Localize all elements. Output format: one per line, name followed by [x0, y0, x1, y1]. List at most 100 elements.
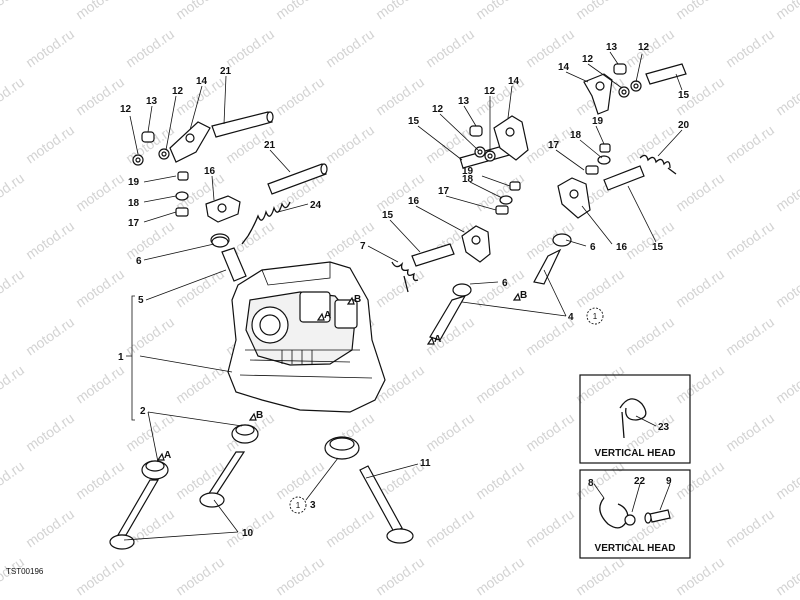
watermark-text: motod.ru	[623, 218, 677, 263]
rocker-support-left	[205, 195, 241, 223]
callout-circle-4: 1	[586, 307, 604, 325]
watermark-text: motod.ru	[423, 26, 477, 71]
part-number-10: 10	[242, 528, 254, 539]
watermark-text: motod.ru	[273, 0, 327, 22]
watermark-text: motod.ru	[123, 122, 177, 167]
part-number-labels: 1 5 6 2 10 11 3 4 7 6 6 16 16 16 17 18 1…	[118, 42, 690, 539]
watermark-text: motod.ru	[0, 458, 27, 503]
retainer-18-left	[175, 191, 189, 201]
part-number-12-left-b: 12	[172, 86, 184, 97]
washer-12-left-a	[132, 154, 144, 166]
watermark-text: motod.ru	[723, 506, 777, 551]
collet-19-mid	[509, 181, 521, 191]
watermark-text: motod.ru	[573, 458, 627, 503]
part-number-19-right: 19	[592, 116, 604, 127]
watermark-text: motod.ru	[673, 554, 727, 599]
watermark-text: motod.ru	[23, 218, 77, 263]
part-number-13-left: 13	[146, 96, 158, 107]
part-number-21-lower: 21	[264, 140, 276, 151]
watermark-text: motod.ru	[0, 266, 27, 311]
pushrod-guide-right	[533, 233, 572, 285]
part-number-16-left: 16	[204, 166, 216, 177]
part-number-21-upper: 21	[220, 66, 232, 77]
part-number-18-mid: 18	[462, 174, 474, 185]
watermark-text: motod.ru	[73, 458, 127, 503]
part-number-2: 2	[140, 406, 146, 417]
part-number-12-right-a: 12	[582, 54, 594, 65]
marker-a-seat: A	[164, 450, 171, 461]
inset-top	[579, 374, 691, 464]
intake-valve-left	[109, 479, 160, 550]
part-number-15-right-lower: 15	[652, 242, 664, 253]
part-number-20: 20	[678, 120, 690, 131]
rocker-shaft-15-c	[645, 63, 687, 85]
bushing-13-left	[141, 131, 155, 143]
watermark-text: motod.ru	[273, 554, 327, 599]
cap-17-right	[585, 165, 599, 175]
watermark-text: motod.ru	[0, 362, 27, 407]
watermark-text: motod.ru	[0, 0, 27, 22]
collet-19-right	[599, 143, 611, 153]
part-number-14-mid: 14	[508, 76, 520, 87]
part-number-19-mid: 19	[462, 166, 474, 177]
part-number-24: 24	[310, 200, 322, 211]
watermark-text: motod.ru	[673, 170, 727, 215]
cap-17-mid	[495, 205, 509, 215]
part-number-11: 11	[420, 458, 431, 469]
part-number-22: 22	[634, 476, 646, 487]
watermark-text: motod.ru	[673, 266, 727, 311]
watermark-text: motod.ru	[473, 458, 527, 503]
rocker-support-mid	[461, 225, 491, 263]
watermark-text: motod.ru	[73, 0, 127, 22]
watermark-text: motod.ru	[323, 122, 377, 167]
watermark-text: motod.ru	[423, 410, 477, 455]
part-number-6-right: 6	[590, 242, 596, 253]
watermark-text: motod.ru	[773, 74, 800, 119]
watermark-text: motod.ru	[473, 362, 527, 407]
part-number-6: 6	[136, 256, 142, 267]
watermark-text: motod.ru	[673, 458, 727, 503]
spring-20	[639, 154, 677, 175]
watermark-text: motod.ru	[723, 218, 777, 263]
watermark-text: motod.ru	[473, 0, 527, 22]
part-number-7: 7	[360, 241, 366, 252]
cap-17-left	[175, 207, 189, 217]
watermark-text: motod.ru	[723, 122, 777, 167]
part-number-13-right: 13	[606, 42, 618, 53]
svg-text:1: 1	[296, 501, 301, 510]
inset-bottom	[579, 469, 691, 559]
watermark-text: motod.ru	[323, 26, 377, 71]
watermark-text: motod.ru	[73, 266, 127, 311]
watermark-text: motod.ru	[673, 0, 727, 22]
part-number-9: 9	[666, 476, 672, 487]
marker-a-guide: A	[434, 334, 441, 345]
watermark-text: motod.ru	[23, 122, 77, 167]
part-number-12-mid-b: 12	[484, 86, 496, 97]
watermark-text: motod.ru	[73, 170, 127, 215]
part-number-17-left: 17	[128, 218, 140, 229]
rocker-shaft-15-b	[411, 243, 455, 267]
watermark-text: motod.ru	[373, 554, 427, 599]
watermark-text: motod.ru	[273, 74, 327, 119]
retainer-18-mid	[499, 195, 513, 205]
callout-circle-3: 1	[289, 496, 307, 514]
watermark-text: motod.ru	[173, 554, 227, 599]
rocker-shaft-21-upper	[211, 111, 274, 138]
pushrod-guide-mid	[429, 283, 472, 341]
watermark-text: motod.ru	[73, 554, 127, 599]
watermark-text: motod.ru	[123, 26, 177, 71]
tappet-6-left	[211, 236, 229, 248]
watermark-text: motod.ru	[23, 314, 77, 359]
watermark-text: motod.ru	[373, 74, 427, 119]
part-number-4: 4	[568, 312, 574, 323]
watermark-text: motod.ru	[73, 74, 127, 119]
watermark-text: motod.ru	[23, 410, 77, 455]
part-number-15-mid-upper: 15	[408, 116, 420, 127]
watermark-text: motod.ru	[123, 410, 177, 455]
inset-top-title: VERTICAL HEAD	[595, 448, 676, 459]
marker-b-seat: B	[256, 410, 263, 421]
watermark-text: motod.ru	[123, 314, 177, 359]
watermark-text: motod.ru	[773, 362, 800, 407]
watermark-text: motod.ru	[773, 458, 800, 503]
part-number-8: 8	[588, 478, 594, 489]
